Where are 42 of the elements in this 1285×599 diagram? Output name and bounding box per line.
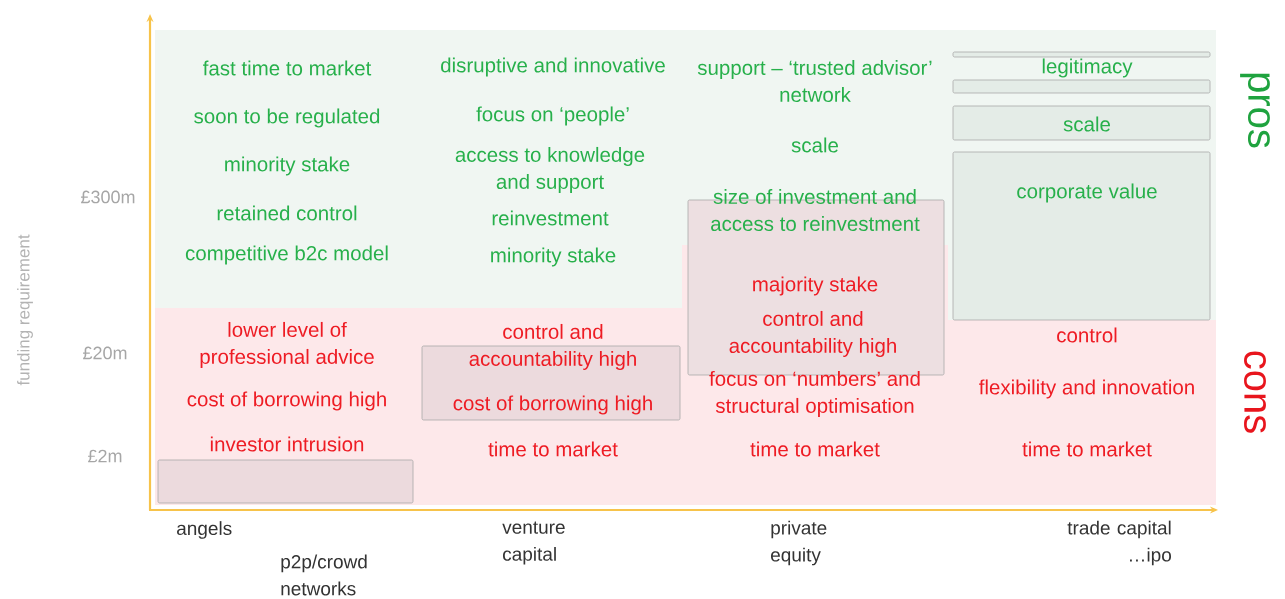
side-heading: cons xyxy=(1244,351,1266,433)
pro-item: support – ‘trusted advisor’ network xyxy=(697,59,932,103)
tick-label: £300m xyxy=(81,190,135,204)
pro-item: corporate value xyxy=(1017,183,1157,203)
pro-item: size of investment and access to reinvestment xyxy=(711,188,920,232)
pro-item: focus on ‘people’ xyxy=(476,106,629,126)
con-item: cost of borrowing high xyxy=(453,395,652,415)
category-label: angels xyxy=(177,521,232,539)
pro-item: scale xyxy=(791,137,838,153)
con-item: time to market xyxy=(750,441,880,457)
pro-item: retained control xyxy=(217,205,357,221)
con-item: control and accountability high xyxy=(469,323,636,371)
pro-item: minority stake xyxy=(225,156,350,176)
pro-item: reinvestment xyxy=(492,210,609,226)
pro-item: competitive b2c model xyxy=(185,245,388,265)
tick-label: £2m xyxy=(88,449,122,463)
con-item: focus on ‘numbers’ and structural optimisation xyxy=(709,370,920,418)
pro-item: scale xyxy=(1063,116,1110,132)
category-label: trade capital …ipo xyxy=(1067,520,1171,566)
range-bar xyxy=(952,151,1211,321)
con-item: flexibility and innovation xyxy=(979,379,1194,399)
pro-item: fast time to market xyxy=(203,60,372,76)
range-bar xyxy=(952,105,1211,141)
pro-item: disruptive and innovative xyxy=(441,57,665,77)
range-bar xyxy=(952,51,1211,58)
con-item: lower level of professional advice xyxy=(200,321,374,369)
pro-item: minority stake xyxy=(491,247,616,267)
pro-item: legitimacy xyxy=(1042,58,1133,78)
category-label: venture capital xyxy=(502,521,565,565)
range-bar xyxy=(157,459,414,504)
side-heading: pros xyxy=(1240,73,1270,148)
con-item: majority stake xyxy=(753,276,878,296)
axis-title: funding requirement xyxy=(17,234,33,386)
tick-label: £20m xyxy=(83,346,127,360)
con-item: time to market xyxy=(1022,441,1152,457)
pro-item: soon to be regulated xyxy=(194,108,380,128)
range-bar xyxy=(421,345,681,421)
con-item: control and accountability high xyxy=(729,310,896,358)
category-label: p2p/crowd networks xyxy=(281,554,367,596)
category-label: private equity xyxy=(771,520,827,566)
range-bar xyxy=(952,79,1211,94)
con-item: cost of borrowing high xyxy=(187,391,386,411)
